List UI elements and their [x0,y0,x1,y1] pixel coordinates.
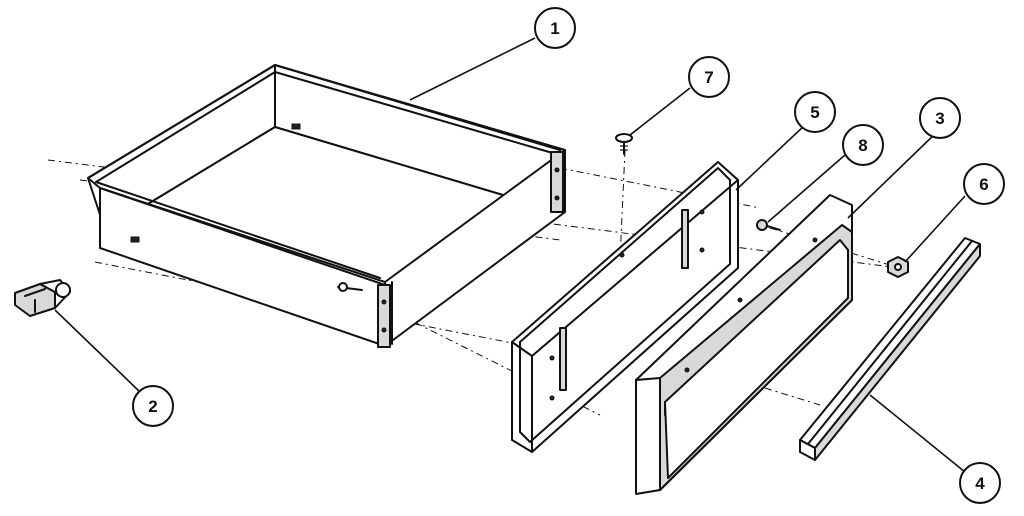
callout-1-label: 1 [550,19,559,38]
nut [887,256,909,278]
drawer-front-panel [635,194,853,495]
callout-6-label: 6 [979,175,988,194]
screw-7 [615,133,633,155]
slide-bracket [14,279,71,317]
callout-2-label: 2 [148,397,157,416]
callout-7: 7 [688,56,730,98]
callout-8-label: 8 [858,136,867,155]
leader-lines [54,37,966,473]
callout-5-label: 5 [810,103,819,122]
callout-4: 4 [959,462,1001,504]
callout-5: 5 [794,91,836,133]
callout-6: 6 [963,163,1005,205]
handle-rail [799,237,981,461]
callout-3: 3 [919,97,961,139]
screw-8 [756,219,781,231]
drawer-box [87,64,566,348]
callout-8: 8 [842,124,884,166]
inner-front-frame [511,161,739,453]
callout-3-label: 3 [935,109,944,128]
callout-2: 2 [132,385,174,427]
callout-4-label: 4 [975,474,985,493]
callout-1: 1 [534,7,576,49]
callout-7-label: 7 [704,68,713,87]
